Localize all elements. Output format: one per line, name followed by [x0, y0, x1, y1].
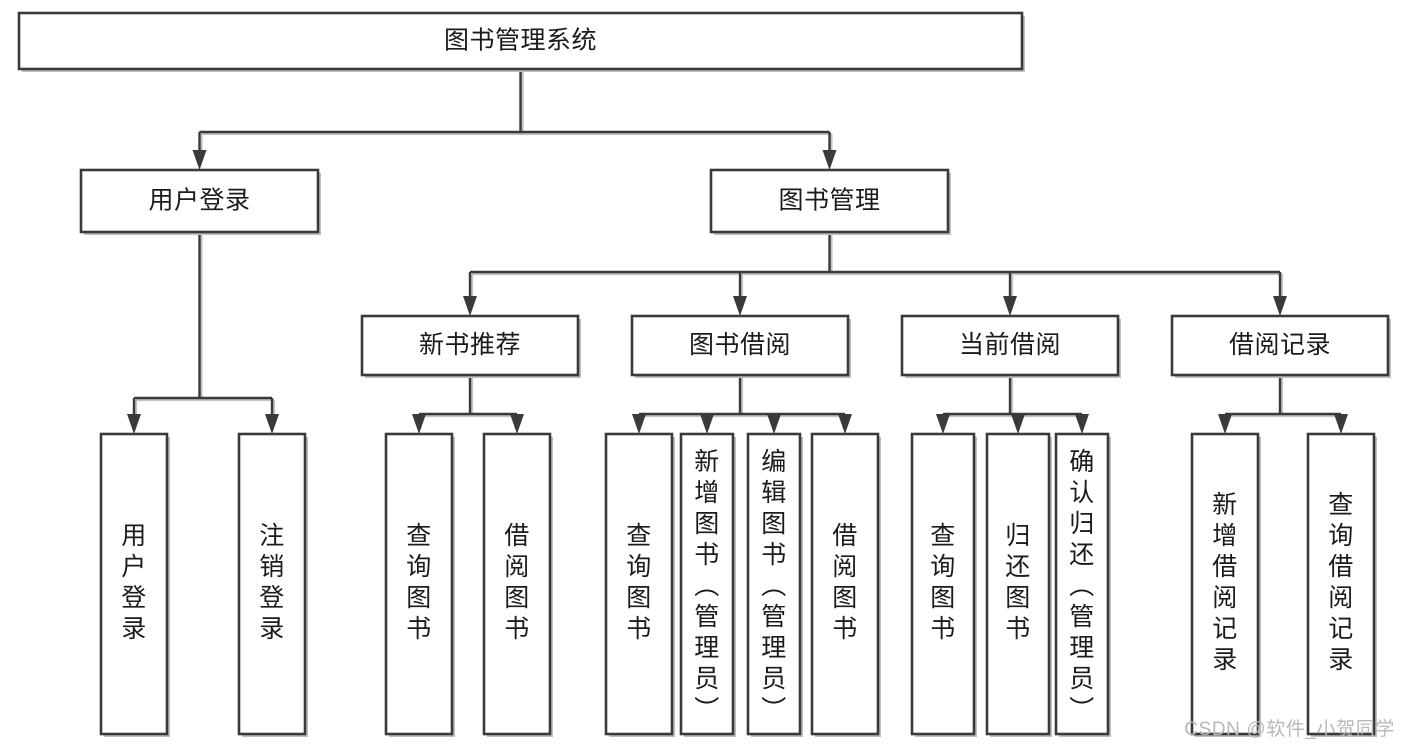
node-leaf-4-label: 查询图书 — [626, 522, 652, 643]
node-leaf-6[interactable]: 编辑图书︵管理员︶ — [746, 432, 803, 737]
node-level3-2[interactable]: 当前借阅 — [900, 314, 1121, 378]
node-level3-0-label: 新书推荐 — [419, 331, 521, 359]
arrow-head-icon — [632, 414, 646, 434]
arrow-head-icon — [1075, 414, 1089, 434]
node-leaf-2-label: 查询图书 — [406, 522, 432, 643]
arrow-head-icon — [192, 150, 207, 170]
arrow-head-icon — [700, 414, 714, 434]
arrow-head-icon — [822, 150, 837, 170]
node-leaf-12[interactable]: 查询借阅记录 — [1306, 432, 1377, 737]
node-leaf-11[interactable]: 新增借阅记录 — [1190, 432, 1261, 737]
node-leaf-0-label: 用户登录 — [121, 522, 147, 643]
node-leaf-8-label: 查询图书 — [930, 522, 956, 643]
node-leaf-12-label: 查询借阅记录 — [1328, 491, 1354, 674]
node-leaf-3[interactable]: 借阅图书 — [482, 432, 553, 737]
arrow-head-icon — [936, 414, 950, 434]
node-leaf-10[interactable]: 确认归还︵管理员︶ — [1054, 432, 1111, 737]
node-leaf-1[interactable]: 注销登录 — [237, 432, 308, 737]
arrow-head-icon — [265, 414, 279, 434]
node-leaf-8[interactable]: 查询图书 — [910, 432, 977, 737]
arrow-head-icon — [510, 414, 524, 434]
arrow-head-icon — [838, 414, 852, 434]
node-level3-2-label: 当前借阅 — [959, 331, 1061, 359]
connector-layer — [127, 69, 1348, 434]
node-root-label: 图书管理系统 — [444, 27, 597, 55]
node-leaf-3-label: 借阅图书 — [504, 522, 530, 643]
arrow-head-icon — [127, 414, 141, 434]
node-level3-0[interactable]: 新书推荐 — [360, 314, 581, 378]
arrow-head-icon — [767, 414, 781, 434]
node-leaf-5[interactable]: 新增图书︵管理员︶ — [679, 432, 736, 737]
node-root[interactable]: 图书管理系统 — [17, 11, 1025, 72]
node-level3-3-label: 借阅记录 — [1229, 331, 1331, 359]
node-level2-1[interactable]: 图书管理 — [709, 168, 951, 235]
arrow-head-icon — [1334, 414, 1348, 434]
arrow-head-icon — [1218, 414, 1232, 434]
node-leaf-4[interactable]: 查询图书 — [604, 432, 675, 737]
node-leaf-6-label: 编辑图书︵管理员︶ — [761, 448, 787, 724]
node-level3-1[interactable]: 图书借阅 — [630, 314, 851, 378]
node-layer: 图书管理系统用户登录图书管理新书推荐图书借阅当前借阅借阅记录用户登录注销登录查询… — [17, 11, 1391, 737]
node-leaf-1-label: 注销登录 — [259, 522, 285, 643]
arrow-head-icon — [1273, 296, 1287, 316]
node-leaf-9-label: 归还图书 — [1005, 522, 1031, 643]
node-level2-0[interactable]: 用户登录 — [79, 168, 321, 235]
node-leaf-7-label: 借阅图书 — [832, 522, 858, 643]
node-leaf-11-label: 新增借阅记录 — [1212, 491, 1238, 674]
node-level2-1-label: 图书管理 — [778, 187, 880, 215]
watermark-text: CSDN @软件_小贺同学 — [1184, 719, 1395, 740]
node-leaf-10-label: 确认归还︵管理员︶ — [1069, 448, 1095, 724]
node-level2-0-label: 用户登录 — [148, 187, 250, 215]
node-level3-3[interactable]: 借阅记录 — [1170, 314, 1391, 378]
arrow-head-icon — [412, 414, 426, 434]
node-level3-1-label: 图书借阅 — [689, 331, 791, 359]
node-leaf-5-label: 新增图书︵管理员︶ — [694, 448, 720, 724]
arrow-head-icon — [1003, 296, 1017, 316]
arrow-head-icon — [733, 296, 747, 316]
node-leaf-9[interactable]: 归还图书 — [985, 432, 1052, 737]
node-leaf-2[interactable]: 查询图书 — [384, 432, 455, 737]
arrow-head-icon — [1011, 414, 1025, 434]
node-leaf-0[interactable]: 用户登录 — [99, 432, 170, 737]
node-leaf-7[interactable]: 借阅图书 — [810, 432, 881, 737]
arrow-head-icon — [463, 296, 477, 316]
